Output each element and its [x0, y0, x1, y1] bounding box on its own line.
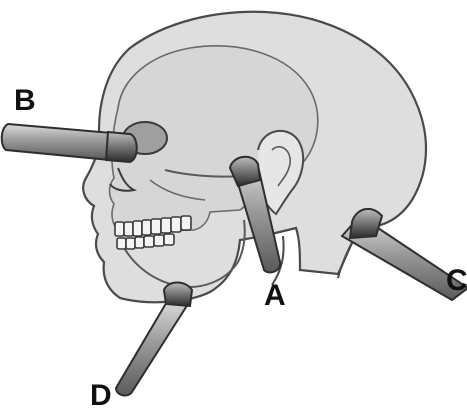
- label-a: A: [264, 279, 286, 312]
- label-c: C: [446, 264, 467, 297]
- label-b: B: [14, 84, 36, 117]
- label-d: D: [90, 379, 112, 412]
